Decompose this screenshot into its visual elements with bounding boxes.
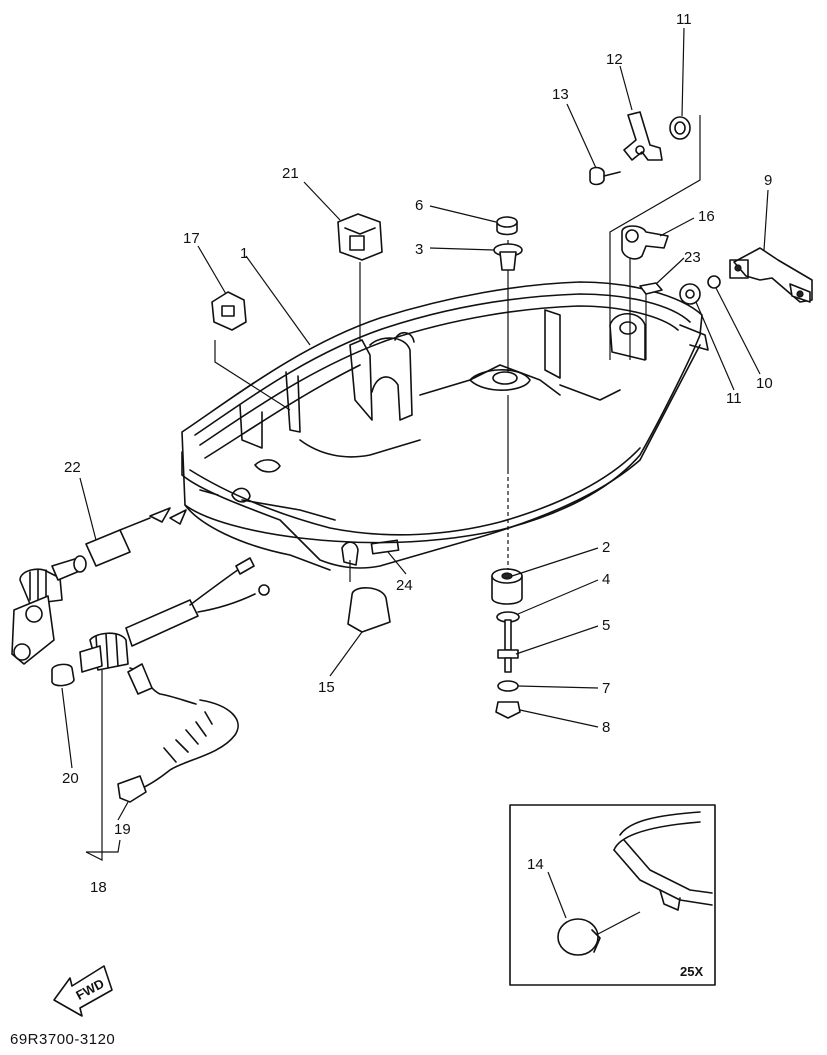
clip-21 — [337, 213, 383, 261]
grommet-11-side — [679, 283, 701, 305]
callout-10: 10 — [756, 375, 773, 392]
callout-17: 17 — [183, 230, 200, 247]
callout-18: 18 — [90, 879, 107, 896]
callout-20: 20 — [62, 770, 79, 787]
grommet-11-top — [669, 116, 691, 140]
callouts: 1 2 3 4 5 6 7 8 9 10 11 11 12 13 14 15 1… — [10, 11, 773, 1048]
callout-12: 12 — [606, 51, 623, 68]
drawing-code: 69R3700-3120 — [10, 1031, 115, 1048]
remote-switch — [11, 555, 270, 803]
callout-13: 13 — [552, 86, 569, 103]
collar-6 — [496, 216, 518, 236]
callout-2: 2 — [602, 539, 610, 556]
callout-8: 8 — [602, 719, 610, 736]
callout-4: 4 — [602, 571, 610, 588]
callout-11-top: 11 — [676, 11, 692, 28]
callout-19: 19 — [114, 821, 131, 838]
bracket-12 — [623, 111, 663, 161]
callout-5: 5 — [602, 617, 610, 634]
callout-16: 16 — [698, 208, 715, 225]
callout-23: 23 — [684, 249, 701, 266]
nut-8 — [495, 701, 521, 719]
plate-23 — [639, 282, 663, 295]
callout-6: 6 — [415, 197, 423, 214]
clip-17 — [211, 291, 247, 331]
callout-24: 24 — [396, 577, 413, 594]
washer-10 — [707, 275, 721, 289]
detail-box — [509, 804, 716, 986]
leader-lines — [61, 27, 769, 919]
callout-7: 7 — [602, 680, 610, 697]
callout-14: 14 — [527, 856, 544, 873]
bottom-cowling — [181, 281, 709, 571]
lever-16 — [621, 225, 669, 260]
bolt-5 — [497, 619, 519, 673]
handle-9 — [729, 247, 813, 303]
callout-3: 3 — [415, 241, 423, 258]
callout-1: 1 — [240, 245, 248, 262]
fwd-arrow — [53, 965, 113, 1017]
callout-11-side: 11 — [726, 390, 742, 407]
callout-22: 22 — [64, 459, 81, 476]
washer-7 — [497, 680, 519, 692]
cable-22 — [85, 507, 187, 567]
detail-label: 25X — [680, 964, 703, 979]
screw-13 — [589, 166, 621, 186]
cap-15 — [347, 587, 391, 633]
grommet-2 — [491, 568, 523, 605]
callout-15: 15 — [318, 679, 335, 696]
callout-21: 21 — [282, 165, 299, 182]
sleeve-3 — [493, 243, 523, 271]
callout-9: 9 — [764, 172, 772, 189]
